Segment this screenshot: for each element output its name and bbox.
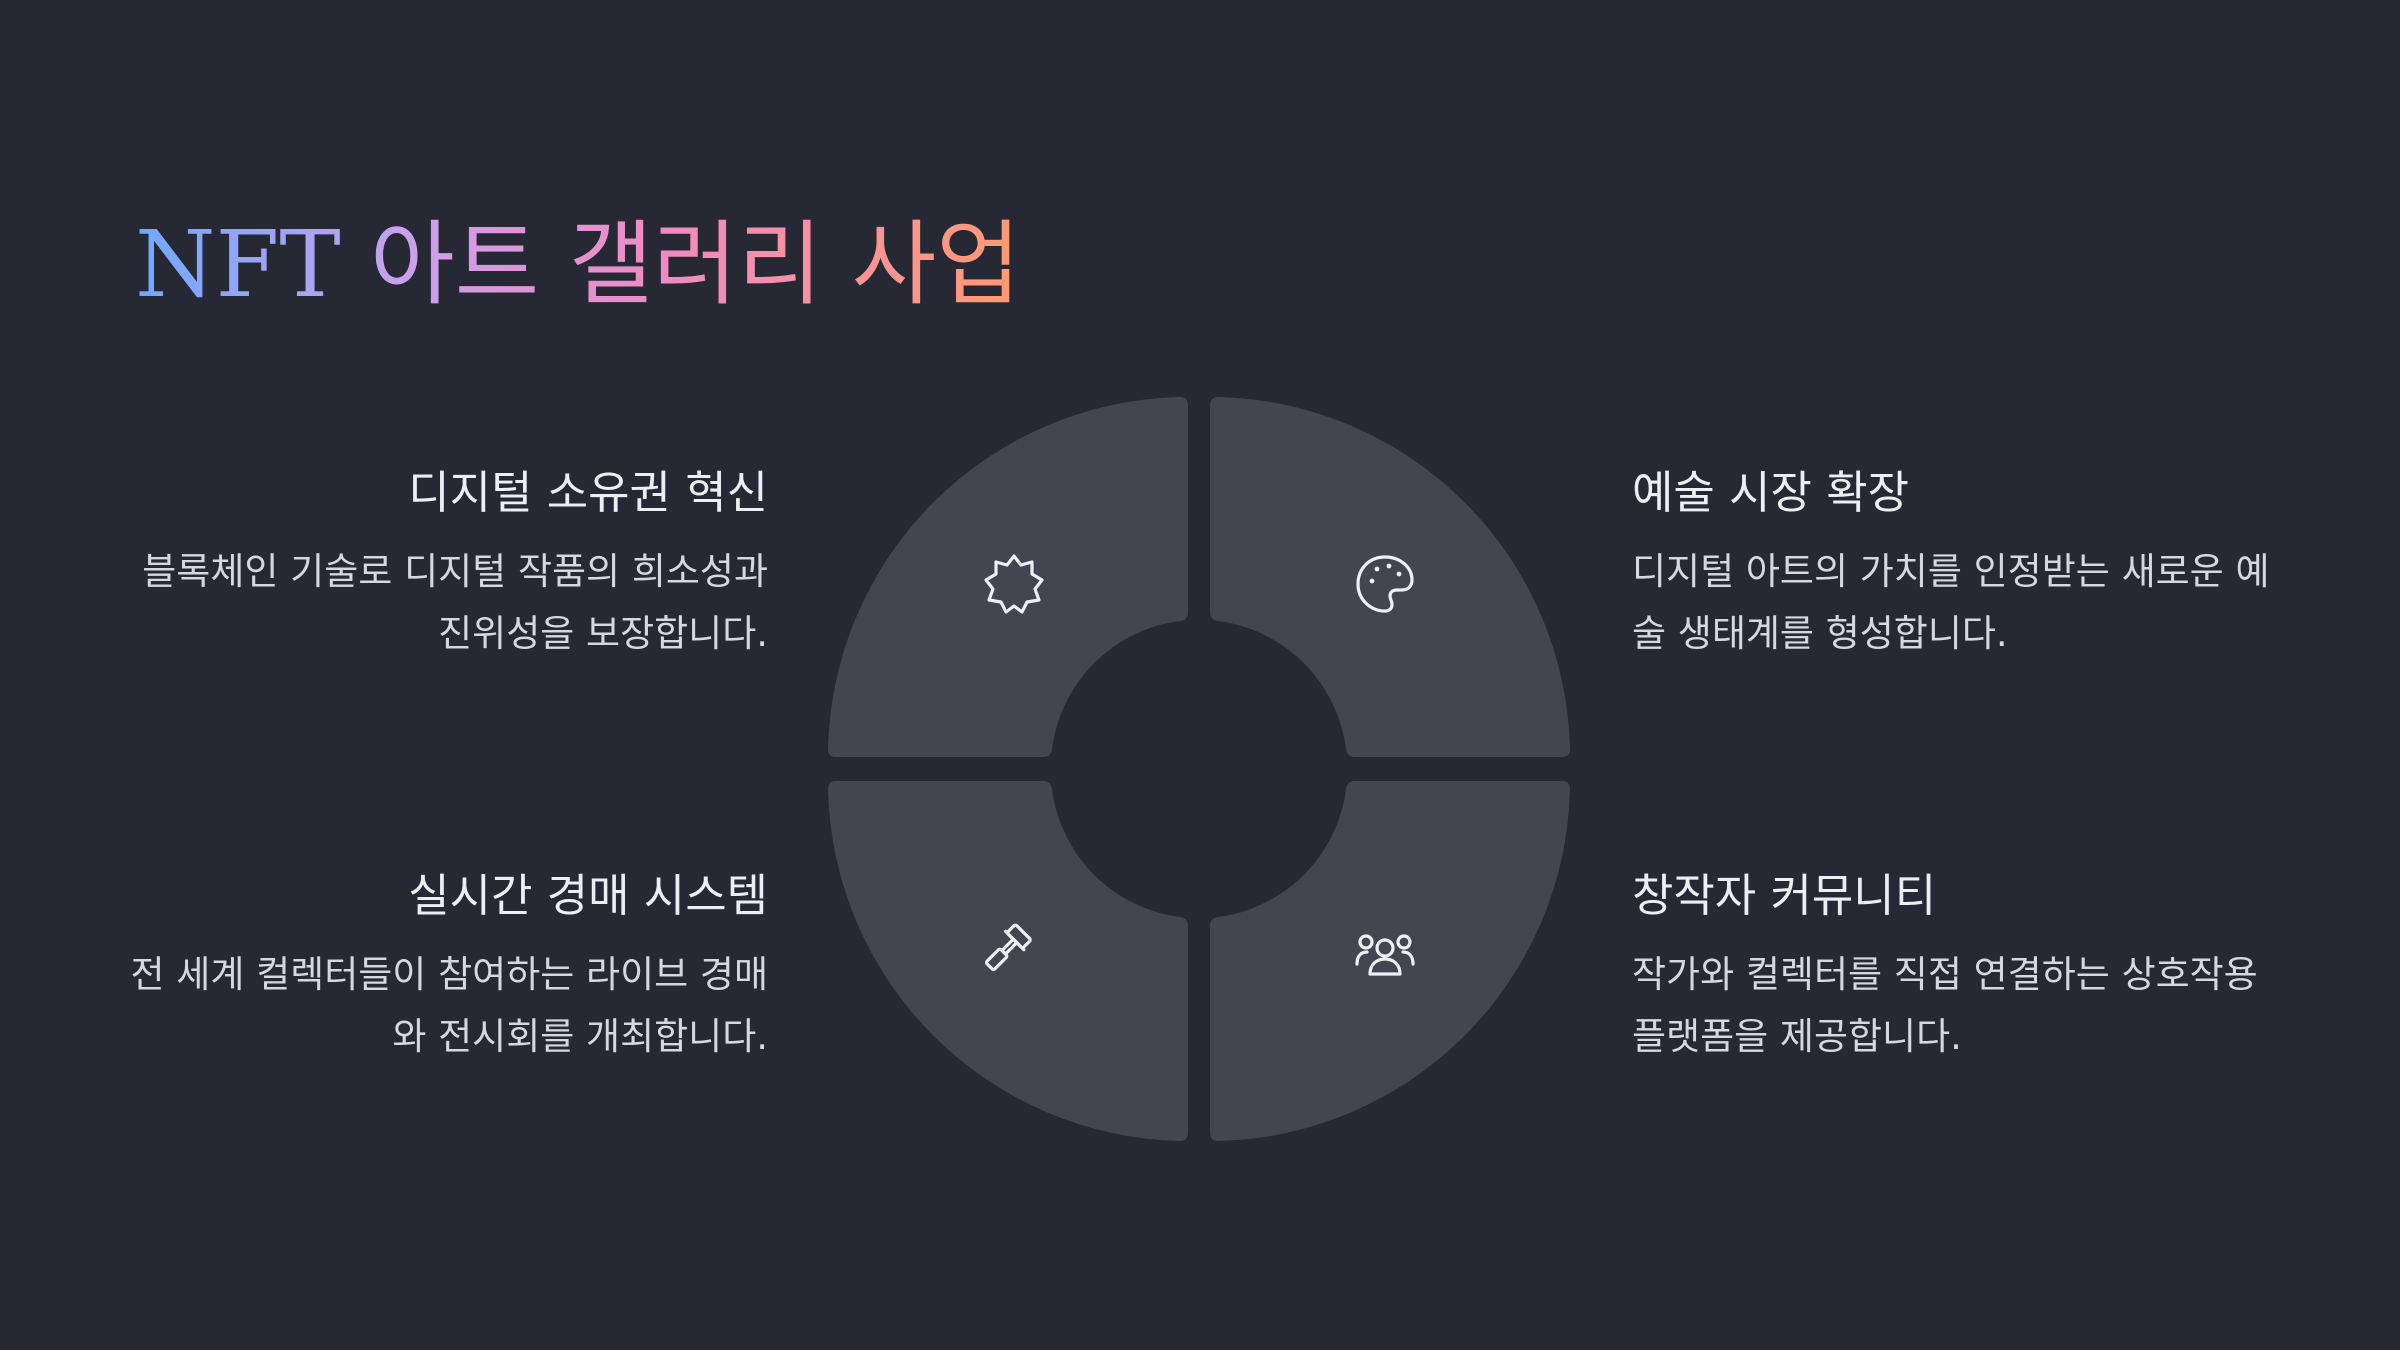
block-title: 예술 시장 확장 <box>1632 466 1910 519</box>
block-title: 디지털 소유권 혁신 <box>408 466 768 519</box>
block-description: 디지털 아트의 가치를 인정받는 새로운 예술 생태계를 형성합니다. <box>1632 550 2270 655</box>
palette-icon <box>1356 555 1414 613</box>
segment-bottom-left <box>828 781 1188 1141</box>
verified-badge-icon <box>984 554 1044 614</box>
block-title: 창작자 커뮤니티 <box>1632 869 1937 922</box>
gavel-icon <box>984 923 1032 972</box>
block-creator-community: 창작자 커뮤니티 작가와 컬렉터를 직접 연결하는 상호작용 플랫폼을 제공합니… <box>1632 866 2292 1068</box>
block-digital-ownership: 디지털 소유권 혁신 블록체인 기술로 디지털 작품의 희소성과 진위성을 보장… <box>108 463 768 665</box>
segment-top-left <box>828 397 1188 757</box>
block-description: 블록체인 기술로 디지털 작품의 희소성과 진위성을 보장합니다. <box>142 550 768 655</box>
users-icon <box>1355 934 1415 976</box>
page-title: NFT 아트 갤러리 사업 <box>135 195 1021 335</box>
block-art-market: 예술 시장 확장 디지털 아트의 가치를 인정받는 새로운 예술 생태계를 형성… <box>1632 463 2292 665</box>
segment-top-right <box>1210 397 1570 757</box>
block-title: 실시간 경매 시스템 <box>408 869 768 922</box>
block-live-auction: 실시간 경매 시스템 전 세계 컬렉터들이 참여하는 라이브 경매와 전시회를 … <box>108 866 769 1068</box>
block-description: 전 세계 컬렉터들이 참여하는 라이브 경매와 전시회를 개최합니다. <box>130 953 769 1058</box>
block-description: 작가와 컬렉터를 직접 연결하는 상호작용 플랫폼을 제공합니다. <box>1632 953 2258 1058</box>
